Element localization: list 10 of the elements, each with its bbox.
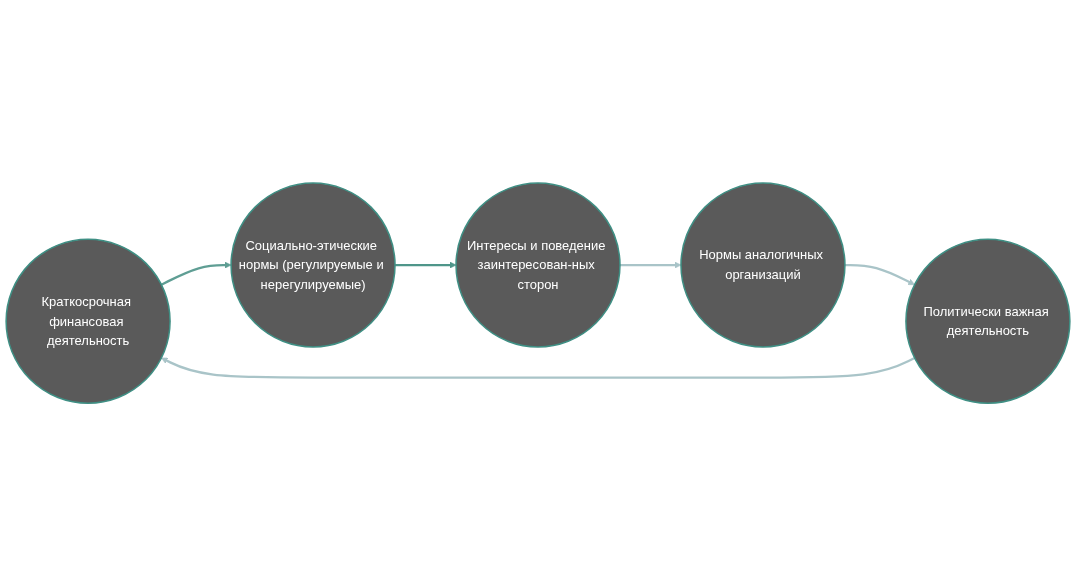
arrow — [395, 262, 457, 269]
node-circle: Социально-этические нормы (регулируемые и нерегулируемые) — [230, 182, 396, 349]
arrow — [161, 357, 916, 379]
arrow — [160, 262, 232, 286]
node-circle: Краткосрочная финансовая деятельность — [5, 238, 171, 405]
arrow — [844, 264, 915, 286]
node-circle: Политически важная деятельность — [905, 238, 1071, 405]
arrow — [620, 262, 682, 269]
node-circle: Нормы аналогичных организаций — [680, 182, 846, 349]
node-circle: Интересы и поведение заинтересован-ных сторон — [455, 182, 621, 349]
